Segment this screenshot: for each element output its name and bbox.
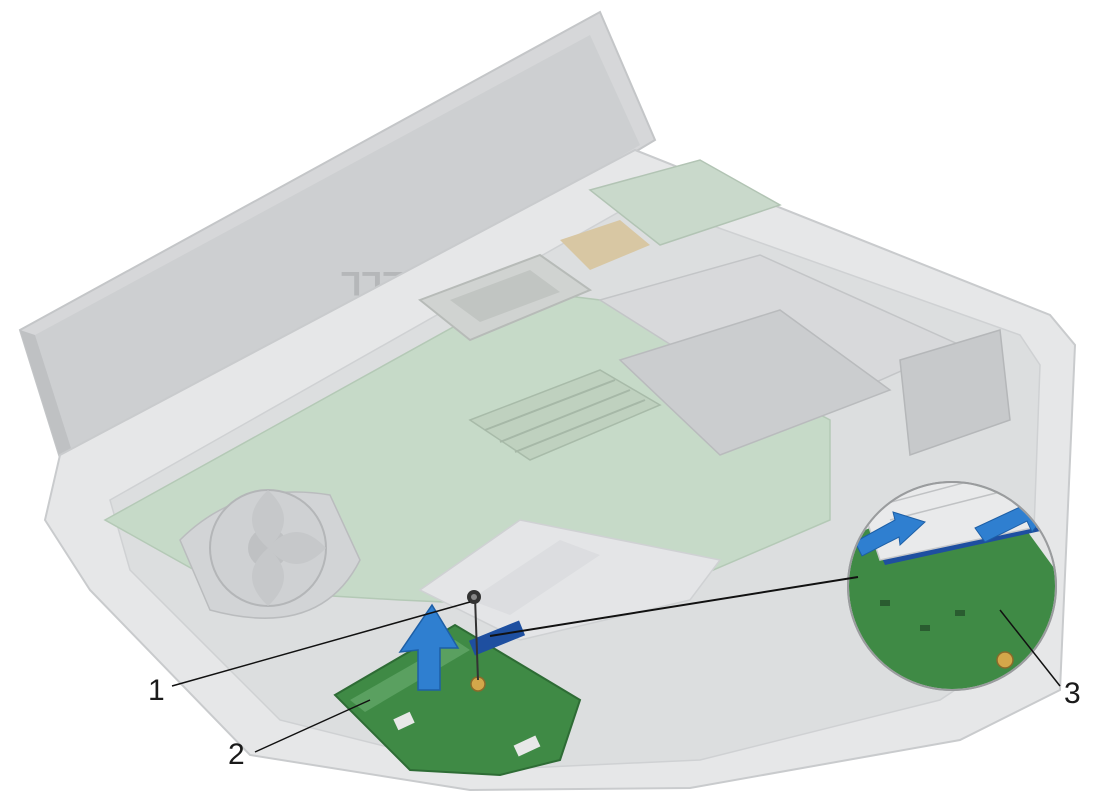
- leader-line-3: [999, 609, 1061, 687]
- callout-2: 2: [228, 738, 245, 771]
- leader-lines: [171, 576, 1061, 753]
- flat-cable: [418, 519, 722, 641]
- zoom-line: [489, 576, 859, 637]
- zoom-inset: [847, 481, 1057, 691]
- leader-line-1: [171, 601, 471, 687]
- callout-3: 3: [1064, 677, 1081, 710]
- screw: [467, 590, 481, 681]
- fan: [179, 489, 361, 619]
- callout-1: 1: [148, 674, 165, 707]
- display-lid: [18, 10, 657, 492]
- leader-line-2: [254, 699, 371, 753]
- hard-drive-bay: [598, 254, 1011, 457]
- lift-arrow-icon: [398, 603, 460, 691]
